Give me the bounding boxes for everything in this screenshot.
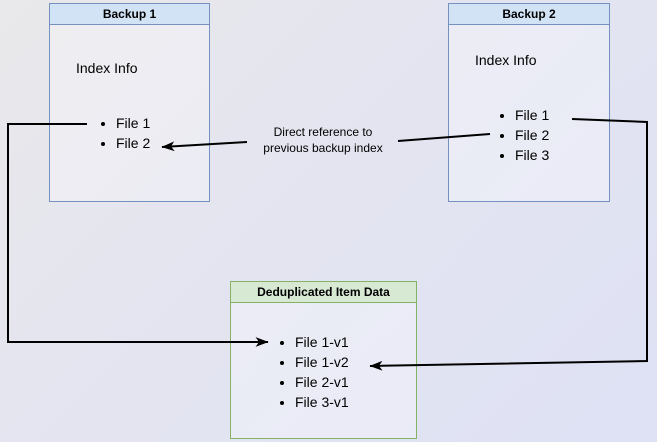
file-item: File 1-v2	[295, 352, 349, 372]
file-item: File 2-v1	[295, 372, 349, 392]
backup1-index-info-label: Index Info	[76, 60, 138, 76]
direct-reference-edge-label: Direct reference to previous backup inde…	[243, 124, 403, 156]
edge-label-line1: Direct reference to	[273, 125, 373, 139]
edge-label-line2: previous backup index	[263, 141, 383, 155]
file-item: File 2	[515, 125, 549, 145]
file-item: File 1	[116, 113, 150, 133]
backup2-title: Backup 2	[449, 4, 609, 25]
backup2-body: Index Info File 1 File 2 File 3	[449, 25, 609, 201]
backup1-body: Index Info File 1 File 2	[50, 25, 209, 201]
backup1-file-list: File 1 File 2	[50, 113, 150, 153]
backup2-index-info-label: Index Info	[475, 52, 537, 68]
backup1-box: Backup 1 Index Info File 1 File 2	[49, 3, 210, 202]
dedup-title: Deduplicated Item Data	[231, 282, 416, 303]
backup1-title: Backup 1	[50, 4, 209, 25]
file-item: File 2	[116, 133, 150, 153]
file-item: File 3	[515, 145, 549, 165]
dedup-body: File 1-v1 File 1-v2 File 2-v1 File 3-v1	[231, 303, 416, 438]
backup2-file-list: File 1 File 2 File 3	[449, 105, 549, 165]
file-item: File 1-v1	[295, 332, 349, 352]
backup2-box: Backup 2 Index Info File 1 File 2 File 3	[448, 3, 610, 202]
dedup-file-list: File 1-v1 File 1-v2 File 2-v1 File 3-v1	[231, 332, 349, 412]
file-item: File 3-v1	[295, 392, 349, 412]
file-item: File 1	[515, 105, 549, 125]
deduplicated-item-data-box: Deduplicated Item Data File 1-v1 File 1-…	[230, 281, 417, 439]
